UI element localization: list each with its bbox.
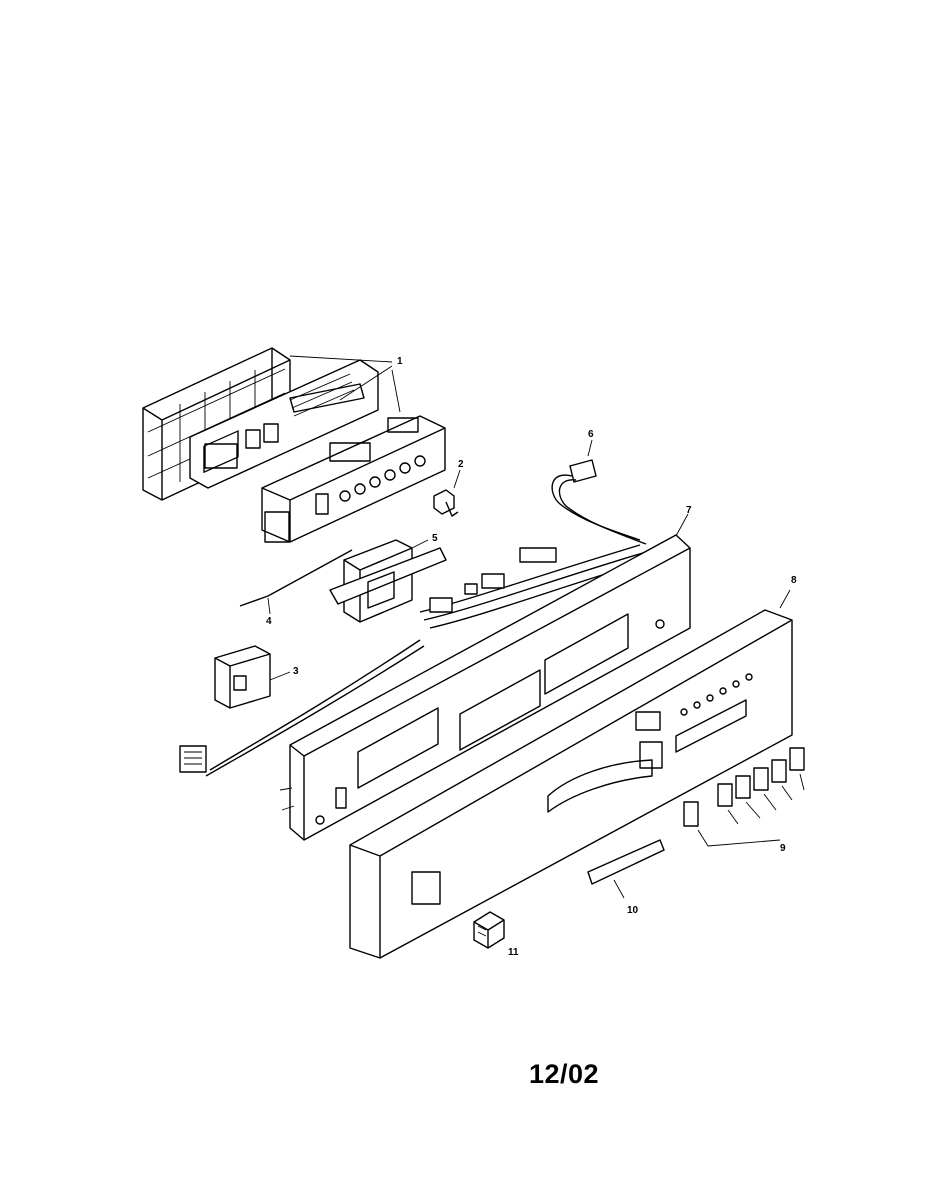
callout-3: 3	[293, 666, 299, 677]
part-5-bracket	[329, 539, 447, 623]
part-11-knob-cube	[473, 911, 505, 949]
part-4-wire-rod	[239, 549, 353, 615]
callout-2: 2	[458, 459, 464, 470]
part-1-control-module	[142, 347, 446, 543]
part-10-light-strip	[587, 839, 665, 899]
callout-5: 5	[432, 533, 438, 544]
callout-4: 4	[266, 616, 272, 627]
callout-1: 1	[397, 356, 403, 367]
part-7-console-frame	[279, 513, 691, 841]
callout-7: 7	[686, 505, 692, 516]
callout-8: 8	[791, 575, 797, 586]
part-2-switch	[433, 469, 461, 517]
part-3-relay	[214, 645, 291, 709]
part-9-push-buttons	[683, 747, 805, 847]
page-date: 12/02	[529, 1059, 600, 1089]
callout-11: 11	[508, 947, 519, 958]
part-6-wire-harness	[179, 439, 651, 777]
callout-10: 10	[627, 905, 639, 916]
part-8-fascia-panel	[349, 589, 793, 959]
callout-9: 9	[780, 843, 786, 854]
callout-6: 6	[588, 429, 594, 440]
